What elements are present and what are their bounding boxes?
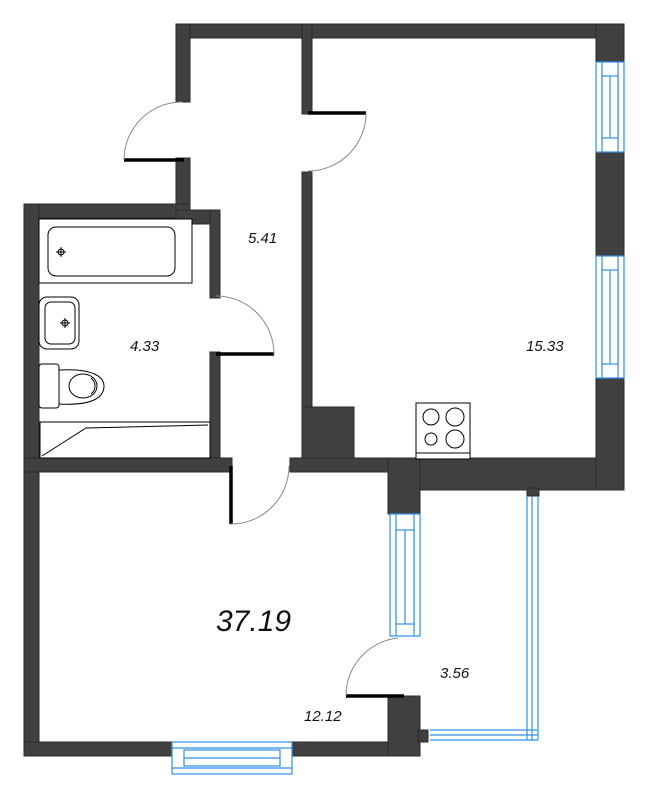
kitchen-door bbox=[307, 111, 367, 172]
living-room-area-label: 12.12 bbox=[304, 708, 342, 725]
window-living-balcony bbox=[389, 513, 421, 637]
balcony-area-label: 3.56 bbox=[440, 665, 470, 682]
bathroom-area-label: 4.33 bbox=[130, 338, 160, 355]
entrance-door bbox=[123, 101, 184, 162]
total-area-label: 37.19 bbox=[216, 605, 292, 638]
bathroom-door bbox=[215, 295, 275, 356]
sink bbox=[38, 296, 80, 350]
toilet bbox=[38, 363, 105, 409]
balcony-door bbox=[345, 637, 404, 698]
living-door bbox=[229, 465, 290, 525]
walls bbox=[23, 23, 625, 757]
bathtub bbox=[38, 218, 193, 284]
balcony-glazing bbox=[430, 496, 539, 741]
window-kitchen-upper bbox=[595, 61, 625, 153]
hallway-area-label: 5.41 bbox=[248, 230, 278, 247]
stove bbox=[415, 402, 471, 460]
washing-machine bbox=[39, 421, 211, 459]
window-kitchen-lower bbox=[595, 255, 625, 379]
kitchen-area-label: 15.33 bbox=[526, 338, 564, 355]
window-living-bottom bbox=[171, 741, 293, 775]
